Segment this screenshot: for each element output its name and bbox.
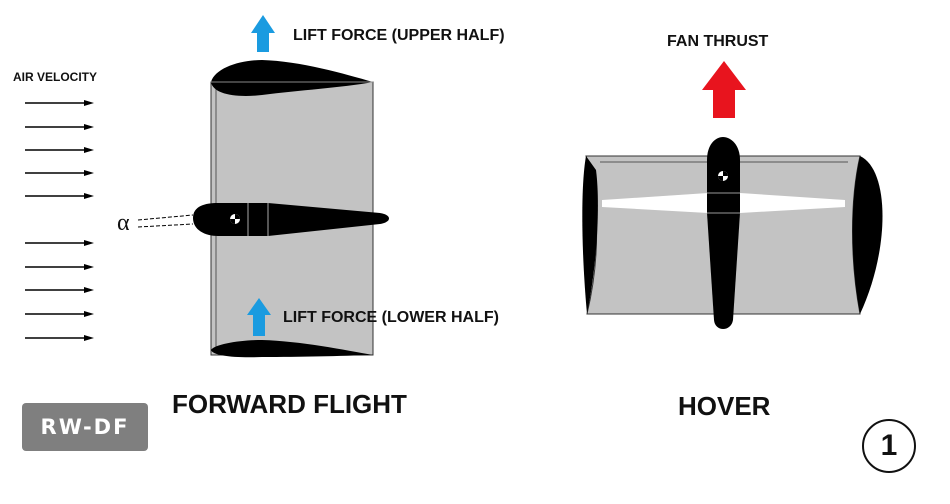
lower-airfoil — [211, 340, 373, 358]
upper-airfoil — [211, 60, 373, 96]
rw-df-badge: RW-DF — [22, 403, 148, 451]
arrow-head-icon — [84, 335, 94, 341]
fan-thrust-arrow — [702, 61, 746, 118]
air-velocity-arrows — [25, 100, 94, 341]
arrow-head-icon — [84, 287, 94, 293]
lift-lower-label: LIFT FORCE (LOWER HALF) — [283, 309, 499, 326]
page-number: 1 — [862, 419, 916, 473]
right-wing-tip — [852, 156, 883, 314]
fan-thrust-label: FAN THRUST — [667, 33, 769, 50]
arrow-head-icon — [84, 100, 94, 106]
arrow-head-icon — [84, 311, 94, 317]
arrow-head-icon — [84, 147, 94, 153]
arrow-head-icon — [84, 170, 94, 176]
hover-title: HOVER — [678, 391, 771, 421]
fan-blade-side — [193, 203, 389, 236]
forward-flight-title: FORWARD FLIGHT — [172, 389, 407, 419]
air-velocity-label: AIR VELOCITY — [13, 70, 97, 84]
lift-lower-arrow — [247, 298, 271, 336]
alpha-symbol: α — [117, 210, 130, 236]
left-wing-tip — [582, 156, 598, 314]
arrow-head-icon — [84, 264, 94, 270]
arrow-head-icon — [84, 124, 94, 130]
fan-blade-top — [707, 137, 740, 329]
lift-upper-arrow — [251, 15, 275, 52]
center-of-gravity-icon — [230, 214, 240, 224]
hover-center-of-gravity-icon — [718, 171, 728, 181]
arrow-head-icon — [84, 240, 94, 246]
lift-upper-label: LIFT FORCE (UPPER HALF) — [293, 27, 505, 44]
arrow-head-icon — [84, 193, 94, 199]
